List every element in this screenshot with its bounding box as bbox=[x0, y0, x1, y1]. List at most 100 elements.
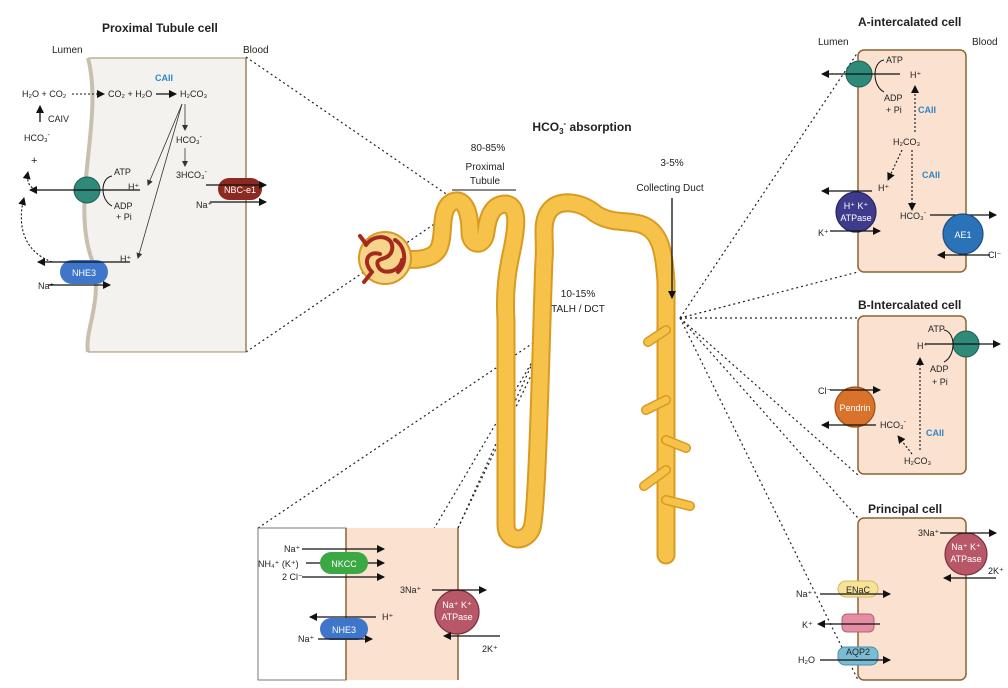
pt-caii-label: CAII bbox=[155, 73, 173, 83]
pt-atp-hydrolysis-curve bbox=[102, 175, 113, 207]
a-cell-adp: ADP bbox=[884, 93, 903, 103]
talh-lumen-area bbox=[257, 527, 347, 681]
talh-pump-label-1: Na⁺ K⁺ bbox=[442, 600, 472, 610]
pt-na-nbc: Na⁺ bbox=[196, 200, 213, 210]
zoom-line-b-bottom bbox=[679, 317, 859, 476]
pt-adp: ADP bbox=[114, 201, 133, 211]
a-cell-title: A-intercalated cell bbox=[858, 15, 961, 29]
talh-nkcc-cotransporter bbox=[320, 552, 368, 574]
b-cell-atp: ATP bbox=[928, 324, 945, 334]
cd-percentage: 3-5% bbox=[660, 158, 683, 169]
pt-eq-lumen: H₂O + CO₂ bbox=[22, 89, 67, 99]
principal-3na: 3Na⁺ bbox=[918, 528, 940, 538]
talh-na: Na⁺ bbox=[284, 544, 301, 554]
zoom-line-a-top bbox=[679, 51, 859, 319]
pt-lumen-label: Lumen bbox=[52, 45, 83, 56]
b-cell-pendrin-exchanger bbox=[834, 386, 876, 428]
pt-atp: ATP bbox=[114, 167, 131, 177]
a-cell-atp-curve bbox=[874, 59, 885, 93]
pt-hco3-cell: HCO₃- bbox=[176, 134, 203, 145]
pt-nhe3-exchanger bbox=[60, 260, 108, 284]
a-cell-body bbox=[857, 49, 967, 273]
a-cell-k: K⁺ bbox=[818, 228, 829, 238]
talh-nhe3-label: NHE3 bbox=[332, 625, 356, 635]
nephron bbox=[358, 191, 695, 565]
pt-h-plus: H⁺ bbox=[128, 182, 139, 192]
principal-2k: 2K⁺ bbox=[988, 566, 1004, 576]
talh-segment-name: TALH / DCT bbox=[551, 304, 605, 315]
glomerulus bbox=[364, 235, 407, 274]
b-cell-adp: ADP bbox=[930, 364, 949, 374]
pt-arrow-h-to-nhe3 bbox=[136, 103, 183, 259]
pt-arrow-h-to-pump bbox=[147, 103, 183, 186]
pt-hco3-lumen: HCO₃- bbox=[24, 132, 51, 143]
pt-3hco3: 3HCO₃- bbox=[176, 169, 208, 180]
a-cell-blood-label: Blood bbox=[972, 37, 998, 48]
pt-caiv-label: CAIV bbox=[48, 114, 69, 124]
glomerulus-arterioles bbox=[358, 234, 374, 284]
pt-segment-name-1: Proximal bbox=[466, 162, 505, 173]
b-intercalated-panel: B-Intercalated cell ATP H⁺ ADP + Pi CAII… bbox=[818, 298, 1001, 475]
pt-title: Proximal Tubule cell bbox=[102, 21, 218, 35]
talh-nhe3-exchanger bbox=[320, 618, 368, 640]
proximal-tubule-panel: Proximal Tubule cell Lumen Blood H₂O + C… bbox=[18, 21, 269, 353]
b-cell-h2co3: H₂CO₃ bbox=[904, 456, 931, 466]
a-cell-ae1-label: AE1 bbox=[954, 230, 971, 240]
segment-labels: HCO3- absorption 80-85% Proximal Tubule … bbox=[452, 119, 704, 315]
pt-nbc-e1-transporter bbox=[218, 178, 262, 200]
pt-percentage: 80-85% bbox=[471, 143, 506, 154]
zoom-line-p-bottom bbox=[679, 317, 859, 681]
b-cell-h: H⁺ bbox=[917, 341, 928, 351]
a-cell-hk-label-1: H⁺ K⁺ bbox=[844, 201, 869, 211]
b-cell-title: B-Intercalated cell bbox=[858, 298, 961, 312]
nephron-tubule bbox=[377, 193, 674, 563]
pt-apical-membrane bbox=[82, 57, 98, 353]
talh-nh4: NH₄⁺ (K⁺) bbox=[258, 559, 299, 569]
a-cell-atp: ATP bbox=[886, 55, 903, 65]
zoom-line-pt-top bbox=[245, 56, 456, 201]
talh-3na: 3Na⁺ bbox=[400, 585, 422, 595]
a-cell-lumen-label: Lumen bbox=[818, 37, 849, 48]
pt-nhe3-label: NHE3 bbox=[72, 268, 96, 278]
a-cell-h: H⁺ bbox=[910, 70, 921, 80]
principal-panel: Principal cell Na⁺ K⁺ ATPase 3Na⁺ 2K⁺ EN… bbox=[796, 502, 1004, 681]
a-cell-caii-top: CAII bbox=[918, 105, 936, 115]
zoom-line-pt-bottom bbox=[245, 209, 456, 353]
pt-blood-label: Blood bbox=[243, 45, 269, 56]
talh-nkcc-label: NKCC bbox=[331, 559, 357, 569]
a-cell-h2co3: H₂CO₃ bbox=[893, 137, 920, 147]
a-cell-cl: Cl⁻ bbox=[988, 250, 1001, 260]
b-cell-body bbox=[857, 315, 967, 475]
b-cell-caii: CAII bbox=[926, 428, 944, 438]
zoom-line-p-top bbox=[679, 317, 859, 519]
a-intercalated-panel: A-intercalated cell Lumen Blood ATP H⁺ A… bbox=[818, 15, 1001, 273]
pt-segment-name-2: Tubule bbox=[470, 176, 501, 187]
principal-pump-label-1: Na⁺ K⁺ bbox=[951, 542, 981, 552]
talh-h: H⁺ bbox=[382, 612, 393, 622]
principal-h2o: H₂O bbox=[798, 655, 815, 665]
principal-cell-body bbox=[857, 517, 967, 681]
b-cell-pendrin-label: Pendrin bbox=[839, 403, 870, 413]
principal-enac-label: ENaC bbox=[846, 585, 871, 595]
talh-cl: 2 Cl⁻ bbox=[282, 572, 303, 582]
pt-na-nhe3: Na⁺ bbox=[38, 281, 55, 291]
a-cell-caii-mid: CAII bbox=[922, 170, 940, 180]
a-cell-pi: + Pi bbox=[886, 105, 902, 115]
b-cell-cl: Cl⁻ bbox=[818, 386, 831, 396]
b-cell-pi: + Pi bbox=[932, 377, 948, 387]
b-cell-hco3: HCO₃- bbox=[880, 419, 907, 430]
principal-pump-label-2: ATPase bbox=[950, 554, 981, 564]
pt-h2co3: H₂CO₃ bbox=[180, 89, 207, 99]
a-cell-arrow-to-h bbox=[887, 149, 903, 181]
principal-k-channel bbox=[841, 613, 875, 633]
talh-na2: Na⁺ bbox=[298, 634, 315, 644]
principal-aqp2-label: AQP2 bbox=[846, 647, 870, 657]
a-cell-h2: H⁺ bbox=[878, 183, 889, 193]
pt-plus: + bbox=[31, 155, 37, 167]
a-cell-hco3: HCO₃- bbox=[900, 210, 927, 221]
pt-nbc-label: NBC-e1 bbox=[224, 185, 256, 195]
pt-arrow-h-from-nhe3 bbox=[18, 197, 53, 263]
principal-title: Principal cell bbox=[868, 502, 942, 516]
a-cell-h-k-atpase bbox=[835, 191, 877, 233]
